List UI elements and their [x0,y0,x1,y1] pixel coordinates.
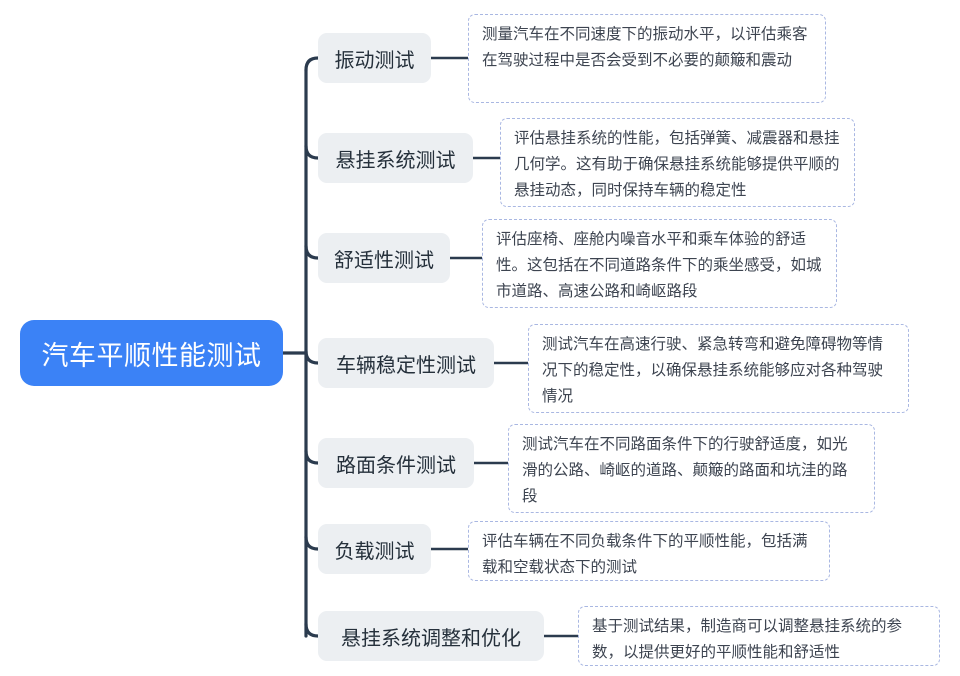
branch-node-label: 路面条件测试 [336,454,456,477]
branch-node-label: 舒适性测试 [334,249,434,272]
branch-node-label: 负载测试 [334,540,415,563]
branch-node-label: 振动测试 [334,49,415,72]
description-box-load-test: 评估车辆在不同负载条件下的平顺性能，包括满载和空载状态下的测试 [468,521,830,581]
branch-node-road-condition-test[interactable]: 路面条件测试 [318,438,474,488]
branch-node-suspension-system-test[interactable]: 悬挂系统测试 [318,133,473,183]
description-box-vibration-test: 测量汽车在不同速度下的振动水平，以评估乘客在驾驶过程中是否会受到不必要的颠簸和震… [468,14,826,103]
branch-node-label: 车辆稳定性测试 [336,354,476,377]
branch-node-vehicle-stability-test[interactable]: 车辆稳定性测试 [318,338,494,388]
root-node[interactable]: 汽车平顺性能测试 [20,320,283,386]
description-text: 基于测试结果，制造商可以调整悬挂系统的参数，以提供更好的平顺性能和舒适性 [592,618,903,661]
description-box-vehicle-stability-test: 测试汽车在高速行驶、紧急转弯和避免障碍物等情况下的稳定性，以确保悬挂系统能够应对… [528,324,909,413]
root-node-label: 汽车平顺性能测试 [41,340,262,371]
description-text: 评估座椅、座舱内噪音水平和乘车体验的舒适性。这包括在不同道路条件下的乘坐感受，如… [496,231,822,300]
description-box-suspension-tuning-optimization: 基于测试结果，制造商可以调整悬挂系统的参数，以提供更好的平顺性能和舒适性 [578,606,940,666]
branch-node-load-test[interactable]: 负载测试 [318,524,431,574]
description-text: 评估车辆在不同负载条件下的平顺性能，包括满载和空载状态下的测试 [482,533,808,576]
description-box-road-condition-test: 测试汽车在不同路面条件下的行驶舒适度，如光滑的公路、崎岖的道路、颠簸的路面和坑洼… [508,424,875,513]
description-box-suspension-system-test: 评估悬挂系统的性能，包括弹簧、减震器和悬挂几何学。这有助于确保悬挂系统能够提供平… [500,118,855,207]
branch-node-vibration-test[interactable]: 振动测试 [318,33,431,83]
description-text: 测量汽车在不同速度下的振动水平，以评估乘客在驾驶过程中是否会受到不必要的颠簸和震… [482,26,808,69]
description-text: 测试汽车在不同路面条件下的行驶舒适度，如光滑的公路、崎岖的道路、颠簸的路面和坑洼… [522,436,848,505]
description-text: 评估悬挂系统的性能，包括弹簧、减震器和悬挂几何学。这有助于确保悬挂系统能够提供平… [514,130,840,199]
branch-node-label: 悬挂系统测试 [335,149,456,172]
description-text: 测试汽车在高速行驶、紧急转弯和避免障碍物等情况下的稳定性，以确保悬挂系统能够应对… [542,336,884,405]
branch-node-label: 悬挂系统调整和优化 [341,627,521,650]
description-box-comfort-test: 评估座椅、座舱内噪音水平和乘车体验的舒适性。这包括在不同道路条件下的乘坐感受，如… [482,219,837,308]
branch-node-suspension-tuning-optimization[interactable]: 悬挂系统调整和优化 [318,611,544,661]
branch-node-comfort-test[interactable]: 舒适性测试 [318,233,450,283]
